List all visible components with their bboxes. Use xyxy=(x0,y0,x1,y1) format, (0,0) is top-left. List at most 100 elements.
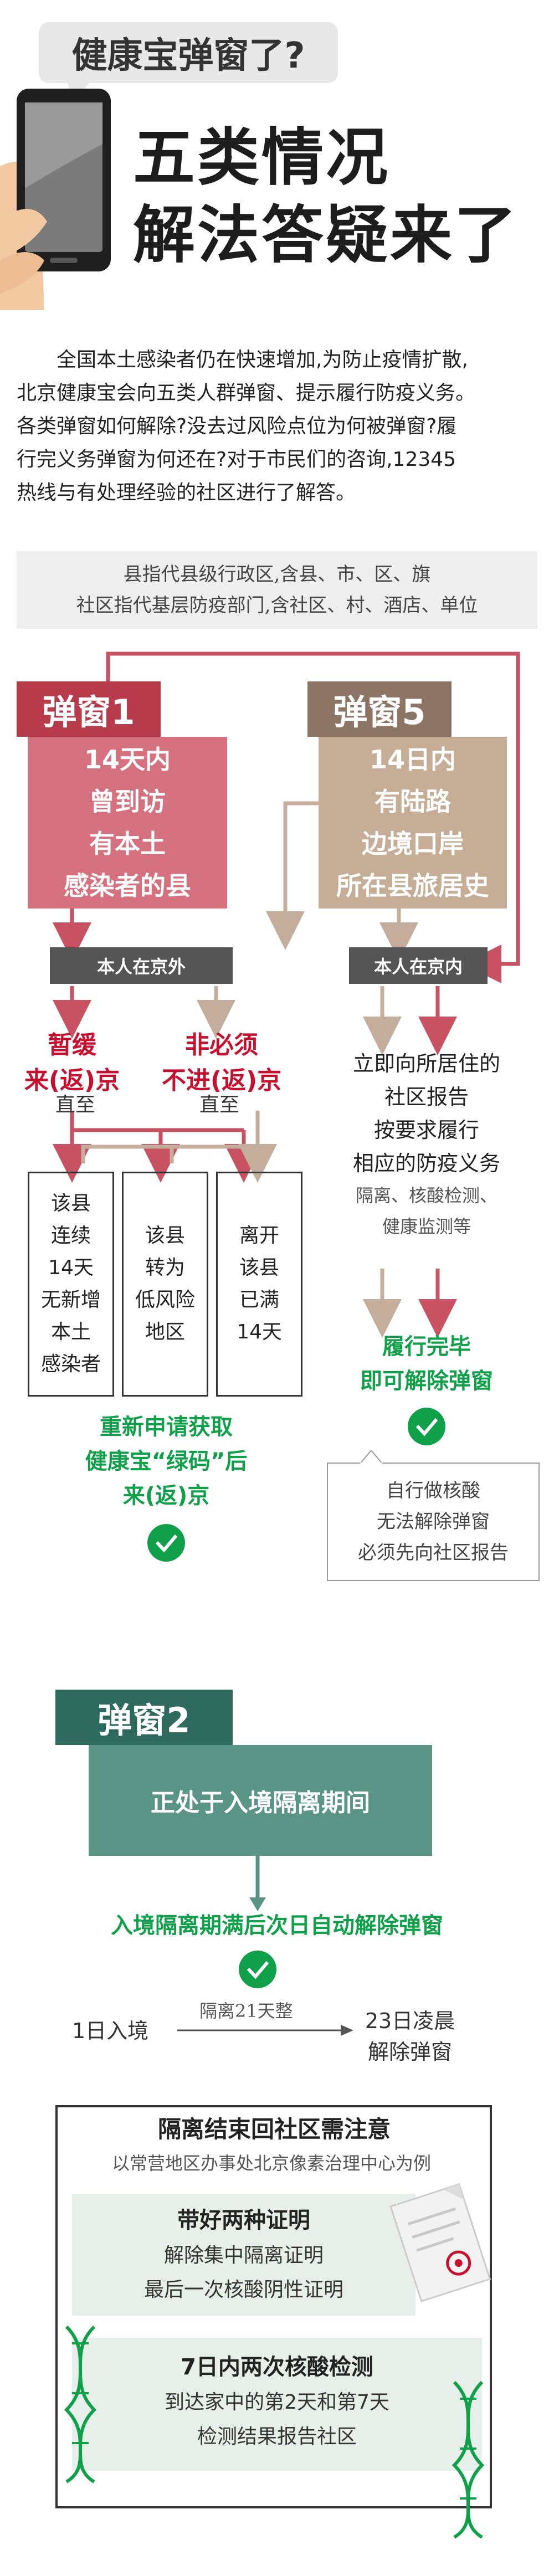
popup2-body: 正处于入境隔离期间 xyxy=(89,1745,432,1856)
option-postpone-line: 暂缓 xyxy=(48,1031,96,1059)
condition-line: 该县 xyxy=(50,1192,91,1215)
condition-line: 地区 xyxy=(145,1321,185,1343)
until-label: 直至 xyxy=(199,1094,240,1116)
popup1-title-text: 弹窗1 xyxy=(42,692,135,732)
popup5-body-line: 有陆路 xyxy=(375,787,451,817)
popup5-title: 弹窗5 xyxy=(307,681,452,737)
condition-line: 14天 xyxy=(237,1321,282,1343)
condition-line: 无新增 xyxy=(40,1289,101,1311)
notice-card2-line: 到达家中的第2天和第7天 xyxy=(165,2391,389,2414)
popup5-result: 履行完毕 即可解除弹窗 xyxy=(327,1330,526,1398)
popup5-note-box: 自行做核酸 无法解除弹窗 必须先向社区报告 xyxy=(327,1463,540,1581)
popup2-body-text: 正处于入境隔离期间 xyxy=(151,1789,370,1817)
notice-subtitle: 以常营地区办事处北京像素治理中心为例 xyxy=(111,2153,431,2174)
condition-line: 离开 xyxy=(239,1224,279,1247)
popup2-result: 入境隔离期满后次日自动解除弹窗 xyxy=(33,1908,521,1943)
notice-card-tests xyxy=(72,2338,482,2471)
notice-card-tests-content: 7日内两次核酸检测 到达家中的第2天和第7天 检测结果报告社区 xyxy=(100,2349,454,2454)
popup1-body-line: 14天内 xyxy=(84,745,171,774)
option-not-necessary-line: 不进(返)京 xyxy=(161,1066,282,1095)
option-not-necessary: 非必须 不进(返)京 xyxy=(150,1028,294,1099)
check-icon xyxy=(408,1408,445,1445)
popup1-result-line: 健康宝“绿码”后 xyxy=(85,1449,248,1474)
condition-line: 低风险 xyxy=(135,1289,195,1311)
question-text: 健康宝弹窗了? xyxy=(71,35,305,76)
popup1-body-line: 有本土 xyxy=(89,829,166,859)
popup5-result-line: 履行完毕 xyxy=(382,1334,471,1359)
popup5-note-line: 无法解除弹窗 xyxy=(377,1511,490,1533)
dna-icon xyxy=(452,2380,485,2539)
certificate-document-icon xyxy=(389,2183,491,2303)
notice-card1-line: 最后一次核酸阴性证明 xyxy=(143,2279,343,2301)
popup5-note-line: 必须先向社区报告 xyxy=(358,1542,509,1564)
popup5-step-line: 社区报告 xyxy=(384,1085,469,1109)
tag-outside-beijing: 本人在京外 xyxy=(50,947,233,984)
popup5-step-line: 按要求履行 xyxy=(373,1118,479,1142)
condition-box-no-new-cases: 该县 连续 14天 无新增 本土 感染者 xyxy=(28,1172,114,1397)
popup5-step-note: 健康监测等 xyxy=(382,1216,471,1237)
phone-in-hand-icon xyxy=(0,89,111,310)
notice-card-certificates xyxy=(72,2194,416,2316)
condition-line: 感染者 xyxy=(40,1353,101,1376)
popup5-step-note: 隔离、核酸检测、 xyxy=(355,1185,497,1206)
popup1-body-line: 感染者的县 xyxy=(64,871,191,901)
popup1-result-line: 来(返)京 xyxy=(122,1483,210,1508)
notice-card2-line: 检测结果报告社区 xyxy=(197,2425,357,2448)
intro-line: 热线与有处理经验的社区进行了解答。 xyxy=(17,481,356,504)
popup1-body-line: 曾到访 xyxy=(89,787,166,817)
timeline-start: 1日入境 xyxy=(72,2019,149,2043)
option-postpone-line: 来(返)京 xyxy=(24,1066,120,1095)
condition-box-left-14-days: 离开 该县 已满 14天 xyxy=(216,1172,302,1397)
popup2-arrow xyxy=(249,1856,266,1911)
popup5-note-line: 自行做核酸 xyxy=(386,1480,480,1502)
tag-outside-beijing-text: 本人在京外 xyxy=(96,956,186,977)
notice-box xyxy=(55,2105,492,2508)
tag-inside-beijing-text: 本人在京内 xyxy=(373,956,463,977)
timeline-end-line: 解除弹窗 xyxy=(367,2040,452,2064)
condition-line: 转为 xyxy=(145,1256,185,1279)
condition-line: 本土 xyxy=(50,1321,91,1343)
condition-box-low-risk: 该县 转为 低风险 地区 xyxy=(122,1172,208,1397)
popup5-body: 14日内 有陆路 边境口岸 所在县旅居史 xyxy=(319,737,507,909)
popup5-steps: 立即向所居住的 社区报告 按要求履行 相应的防疫义务 隔离、核酸检测、 健康监测… xyxy=(327,1047,526,1242)
condition-line: 连续 xyxy=(50,1224,91,1247)
intro-line: 行完义务弹窗为何还在?对于市民们的咨询,12345 xyxy=(17,448,456,471)
timeline-end: 23日凌晨 解除弹窗 xyxy=(355,2005,465,2067)
notice-title: 隔离结束回社区需注意 xyxy=(157,2116,391,2143)
popup5-body-line: 14日内 xyxy=(369,745,456,774)
popup2-title-text: 弹窗2 xyxy=(98,1700,191,1741)
option-not-necessary-line: 非必须 xyxy=(185,1031,258,1059)
notice-card1-title: 带好两种证明 xyxy=(177,2208,310,2233)
dna-icon xyxy=(64,2325,97,2483)
note-pointer xyxy=(360,1450,382,1465)
flow-lines xyxy=(53,651,520,1338)
question-bubble xyxy=(39,22,338,83)
popup5-step-line: 相应的防疫义务 xyxy=(352,1151,500,1176)
notice-card-certificates-content: 带好两种证明 解除集中隔离证明 最后一次核酸阴性证明 xyxy=(72,2202,416,2307)
condition-line: 该县 xyxy=(239,1256,279,1279)
popup5-result-line: 即可解除弹窗 xyxy=(360,1368,493,1394)
option-postpone: 暂缓 来(返)京 xyxy=(11,1028,133,1099)
definition-line-1: 县指代县级行政区,含县、市、区、旗 xyxy=(123,563,431,586)
popup5-body-line: 所在县旅居史 xyxy=(336,871,489,901)
popup1-result: 重新申请获取 健康宝“绿码”后 来(返)京 xyxy=(33,1410,299,1513)
popup2-title: 弹窗2 xyxy=(55,1690,233,1745)
condition-line: 已满 xyxy=(239,1289,279,1311)
notice-card1-line: 解除集中隔离证明 xyxy=(163,2244,324,2267)
intro-line: 北京健康宝会向五类人群弹窗、提示履行防疫义务。 xyxy=(17,382,476,404)
popup5-step-line: 立即向所居住的 xyxy=(352,1051,500,1076)
title-line-1: 五类情况 xyxy=(133,122,390,194)
check-icon xyxy=(147,1524,185,1562)
timeline-arrow xyxy=(177,2025,353,2036)
intro-paragraph: 全国本土感染者仍在快速增加,为防止疫情扩散, 北京健康宝会向五类人群弹窗、提示履… xyxy=(17,343,537,510)
popup2-result-text: 入境隔离期满后次日自动解除弹窗 xyxy=(111,1913,443,1938)
definition-line-2: 社区指代基层防疫部门,含社区、村、酒店、单位 xyxy=(76,594,478,617)
definition-box: 县指代县级行政区,含县、市、区、旗 社区指代基层防疫部门,含社区、村、酒店、单位 xyxy=(17,551,537,629)
popup1-result-line: 重新申请获取 xyxy=(100,1414,233,1440)
until-label: 直至 xyxy=(55,1094,96,1116)
popup5-title-text: 弹窗5 xyxy=(333,692,426,732)
popup1-title: 弹窗1 xyxy=(17,681,161,737)
question-bubble-content: 健康宝弹窗了? xyxy=(39,22,338,83)
notice-card2-title: 7日内两次核酸检测 xyxy=(181,2354,373,2380)
